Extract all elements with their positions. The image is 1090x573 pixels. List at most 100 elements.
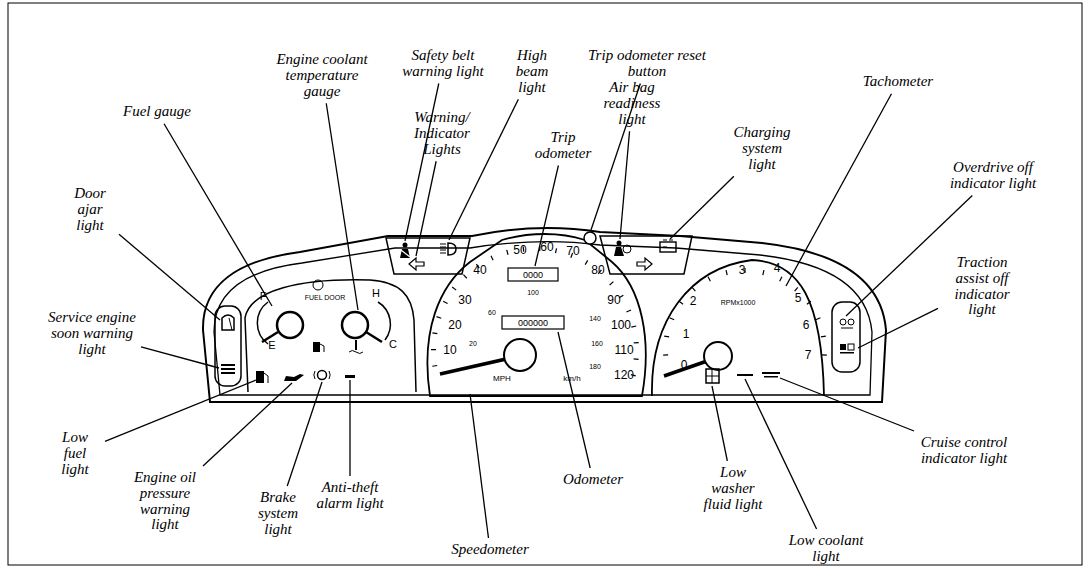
gauge-marking: 10 [443,344,456,356]
gauge-marking: 100 [611,319,631,331]
leader-line [119,234,220,320]
brake-icon [314,371,330,380]
callout-label: Air bag readiness light [597,80,667,127]
oil-pressure-icon [284,374,304,381]
leader-line [470,394,488,538]
leader-line [203,383,292,466]
tick [634,358,639,360]
callout-label: Overdrive off indicator light [941,160,1045,192]
seat-belt-icon [400,243,410,259]
high-beam-icon [440,243,456,255]
low-washer-icon [706,369,719,383]
right-turn-arrow [637,258,652,270]
gauge-marking: 20 [469,340,477,347]
gauge-marking: 3 [739,264,746,276]
low-fuel-icon [256,371,268,383]
leader-line [416,161,436,256]
leader-line [535,166,558,267]
leader-line [349,380,350,476]
callout-label: Engine oil pressure warning light [131,470,199,533]
tachometer-bezel [652,260,824,396]
tick [610,282,614,285]
gauge-marking: 4 [774,262,781,274]
callout-label: Speedometer [440,542,540,558]
gauge-marking: E [268,340,275,351]
tick [507,250,508,255]
gauge-marking: 2 [690,295,697,307]
callout-label: Fuel gauge [107,104,207,120]
gauge-marking: 30 [458,294,471,306]
gauge-marking: 180 [589,363,601,370]
callout-label: Low coolant light [776,533,876,565]
tick [443,301,447,303]
tick [780,277,782,281]
tachometer-hub [704,342,732,370]
leader-line [780,378,914,431]
coolant-gauge [342,302,390,342]
low-coolant-icon [737,374,753,376]
callout-label: Engine coolant temperature gauge [266,52,378,99]
tick [822,354,827,356]
gauge-marking: H [372,288,380,299]
tick [670,318,675,320]
gauge-marking: 000000 [518,319,548,328]
thermometer-icon [349,340,363,354]
callout-label: Low fuel light [49,430,101,477]
tick [452,287,456,290]
traction-off-icon [840,344,854,354]
gauge-marking: 6 [803,319,810,331]
gauge-marking: 0 [681,359,688,371]
tick [491,256,493,261]
air-bag-icon [614,241,631,257]
service-engine-icon [221,364,235,374]
cluster-inner-face [214,242,872,395]
tick [431,349,436,350]
tick [585,260,588,264]
frame [8,3,1082,565]
leader-line [620,131,630,239]
tick [555,248,556,253]
gauge-marking: 70 [566,245,579,257]
tick [763,270,764,275]
callout-label: Cruise control indicator light [894,435,1034,467]
fuel-pump-icon [313,342,324,352]
gauge-marking: km/h [563,375,580,383]
tick [663,354,668,356]
tick [634,342,639,344]
callout-label: Charging system light [730,125,794,172]
gauge-marking: 90 [607,294,620,306]
callout-label: Low washer fluid light [703,465,763,512]
gauge-marking: 1 [683,328,690,340]
fuel-gauge [257,302,303,344]
door-ajar-icon [222,315,234,330]
tick [432,365,437,367]
callout-label: Service engine soon warning light [47,310,137,357]
tick [795,287,798,291]
gauge-marking: 60 [540,241,553,253]
gauge-marking: 5 [795,292,802,304]
left-gauge-bezel [245,280,416,392]
leader-line [712,386,727,461]
leader-line [105,380,256,441]
callout-label: Odometer [548,472,638,488]
gauge-marking: RPMx1000 [721,299,756,306]
gauge-marking: C [389,339,397,350]
gauge-marking: 100 [527,289,539,296]
gauge-marking: 140 [589,315,601,322]
fuel-door-icon [313,280,323,290]
left-light-pod [215,306,241,386]
cruise-icon [762,372,780,378]
leader-line [670,176,734,239]
tach-ticks [663,268,827,355]
overdrive-off-icon [840,319,854,328]
gauge-marking: 110 [614,344,633,356]
gauge-marking: 120 [614,369,634,381]
charging-icon [660,240,676,252]
leader-line [786,94,891,286]
callout-label: Trip odometer reset button [588,48,706,80]
leader-line [558,332,590,468]
callout-label: Warning/ Indicator Lights [400,110,484,157]
callout-label: Door ajar light [65,186,115,233]
gauge-marking: 80 [591,264,604,276]
leader-line [846,196,972,317]
